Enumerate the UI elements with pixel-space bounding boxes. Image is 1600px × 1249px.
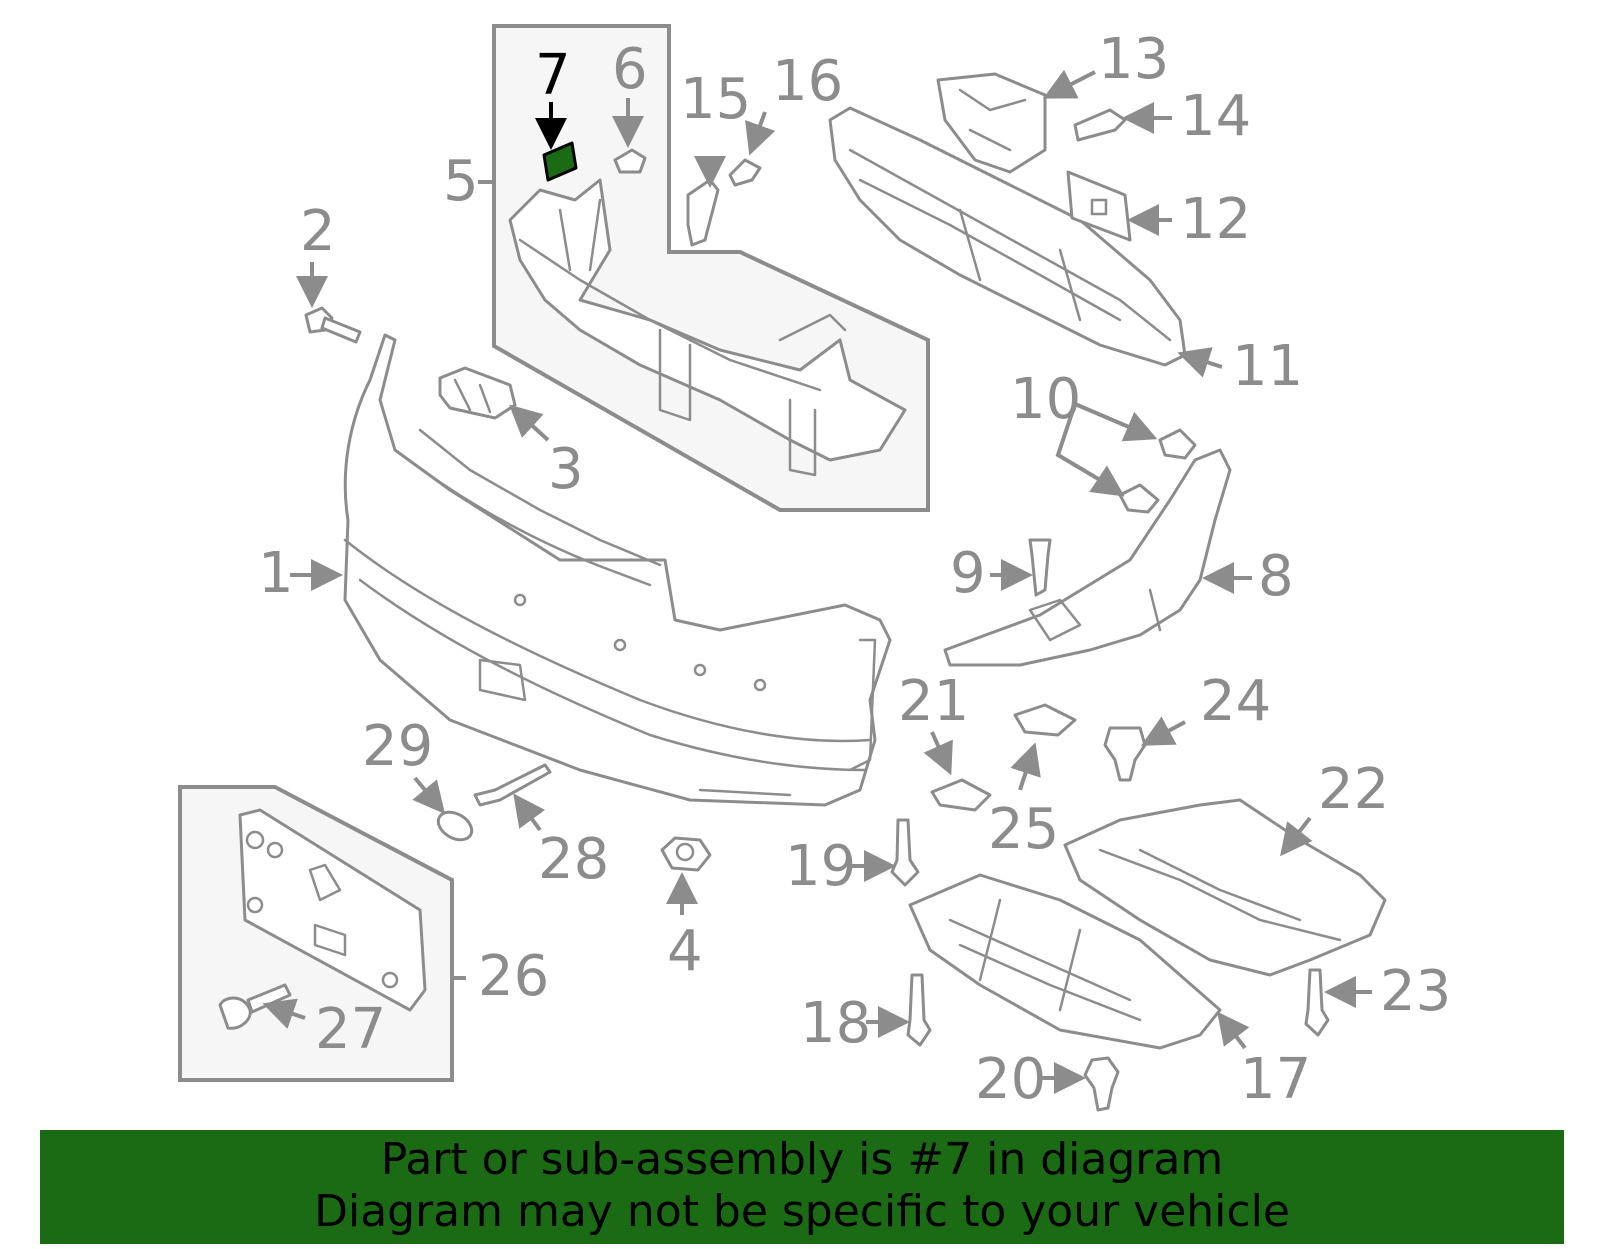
callout-17: 17 [1240, 1047, 1311, 1112]
callout-14: 14 [1180, 84, 1251, 149]
bolt-2 [304, 306, 362, 344]
leader-17 [1217, 1011, 1250, 1050]
under-cover-17 [908, 873, 1222, 1050]
clip-nut-21 [930, 778, 992, 812]
leader-28 [513, 793, 546, 832]
reinforcement-beam-5 [508, 178, 907, 477]
leader-10b [1089, 465, 1125, 497]
callout-6: 6 [612, 37, 648, 102]
callout-9: 9 [950, 541, 986, 606]
callout-15: 15 [680, 67, 751, 132]
leader-21 [923, 731, 953, 776]
grille-11 [828, 106, 1187, 367]
leader-16 [745, 111, 776, 156]
push-pin-9 [1028, 538, 1052, 597]
callout-13: 13 [1098, 27, 1169, 92]
screw-27 [218, 983, 292, 1030]
callout-2: 2 [300, 199, 336, 264]
info-banner: Part or sub-assembly is #7 in diagram Di… [40, 1130, 1564, 1244]
callout-8: 8 [1258, 544, 1294, 609]
leader-13 [1042, 69, 1096, 99]
bolt-14 [1073, 108, 1127, 142]
callout-4: 4 [667, 919, 703, 984]
callout-18: 18 [800, 991, 871, 1056]
callout-27: 27 [315, 997, 386, 1062]
callout-19: 19 [785, 834, 856, 899]
clip-nut-4 [660, 836, 712, 872]
callout-16: 16 [772, 49, 843, 114]
callout-26: 26 [478, 944, 549, 1009]
rod-28 [473, 763, 552, 807]
callout-3: 3 [548, 437, 584, 502]
banner-line-2: Diagram may not be specific to your vehi… [314, 1186, 1290, 1237]
leader-24 [1140, 716, 1186, 746]
banner-line-1: Part or sub-assembly is #7 in diagram [380, 1134, 1224, 1185]
leader-3 [509, 404, 550, 442]
clip-10b [1118, 483, 1160, 514]
leader-27 [262, 998, 306, 1029]
callout-10: 10 [1010, 367, 1081, 432]
bracket-3 [438, 366, 517, 420]
cover-13 [936, 72, 1047, 174]
leader-10-bracket [1055, 403, 1102, 482]
leader-22 [1280, 816, 1313, 857]
callout-29: 29 [362, 714, 433, 779]
clip-20 [1083, 1056, 1120, 1112]
clip-nut-25 [1013, 703, 1077, 737]
bolt-23 [1304, 968, 1330, 1037]
cap-29 [436, 810, 474, 842]
license-bracket-26 [238, 808, 427, 1012]
callout-25: 25 [988, 797, 1059, 862]
callout-21: 21 [898, 669, 969, 734]
bolt-19 [890, 818, 920, 887]
callout-23: 23 [1380, 959, 1451, 1024]
leader-10a [1074, 402, 1158, 442]
clip-10a [1158, 428, 1197, 460]
callout-20: 20 [975, 1047, 1046, 1112]
callout-1: 1 [258, 541, 294, 606]
plate-12 [1066, 170, 1132, 242]
callout-22: 22 [1318, 757, 1389, 822]
side-bracket-8 [943, 448, 1232, 667]
bolt-6 [613, 148, 647, 174]
push-pin-24 [1103, 726, 1147, 782]
callout-7: 7 [535, 43, 571, 108]
callout-5: 5 [443, 149, 479, 214]
leader-11 [1177, 347, 1223, 378]
screw-16 [728, 158, 762, 187]
callout-11: 11 [1232, 334, 1303, 399]
bracket-15 [686, 178, 720, 247]
leader-29 [412, 776, 446, 815]
bolt-18 [906, 973, 932, 1047]
bumper-cover [343, 333, 892, 807]
callout-28: 28 [538, 827, 609, 892]
leader-25 [1010, 742, 1041, 791]
callout-24: 24 [1200, 669, 1271, 734]
callout-12: 12 [1180, 187, 1251, 252]
